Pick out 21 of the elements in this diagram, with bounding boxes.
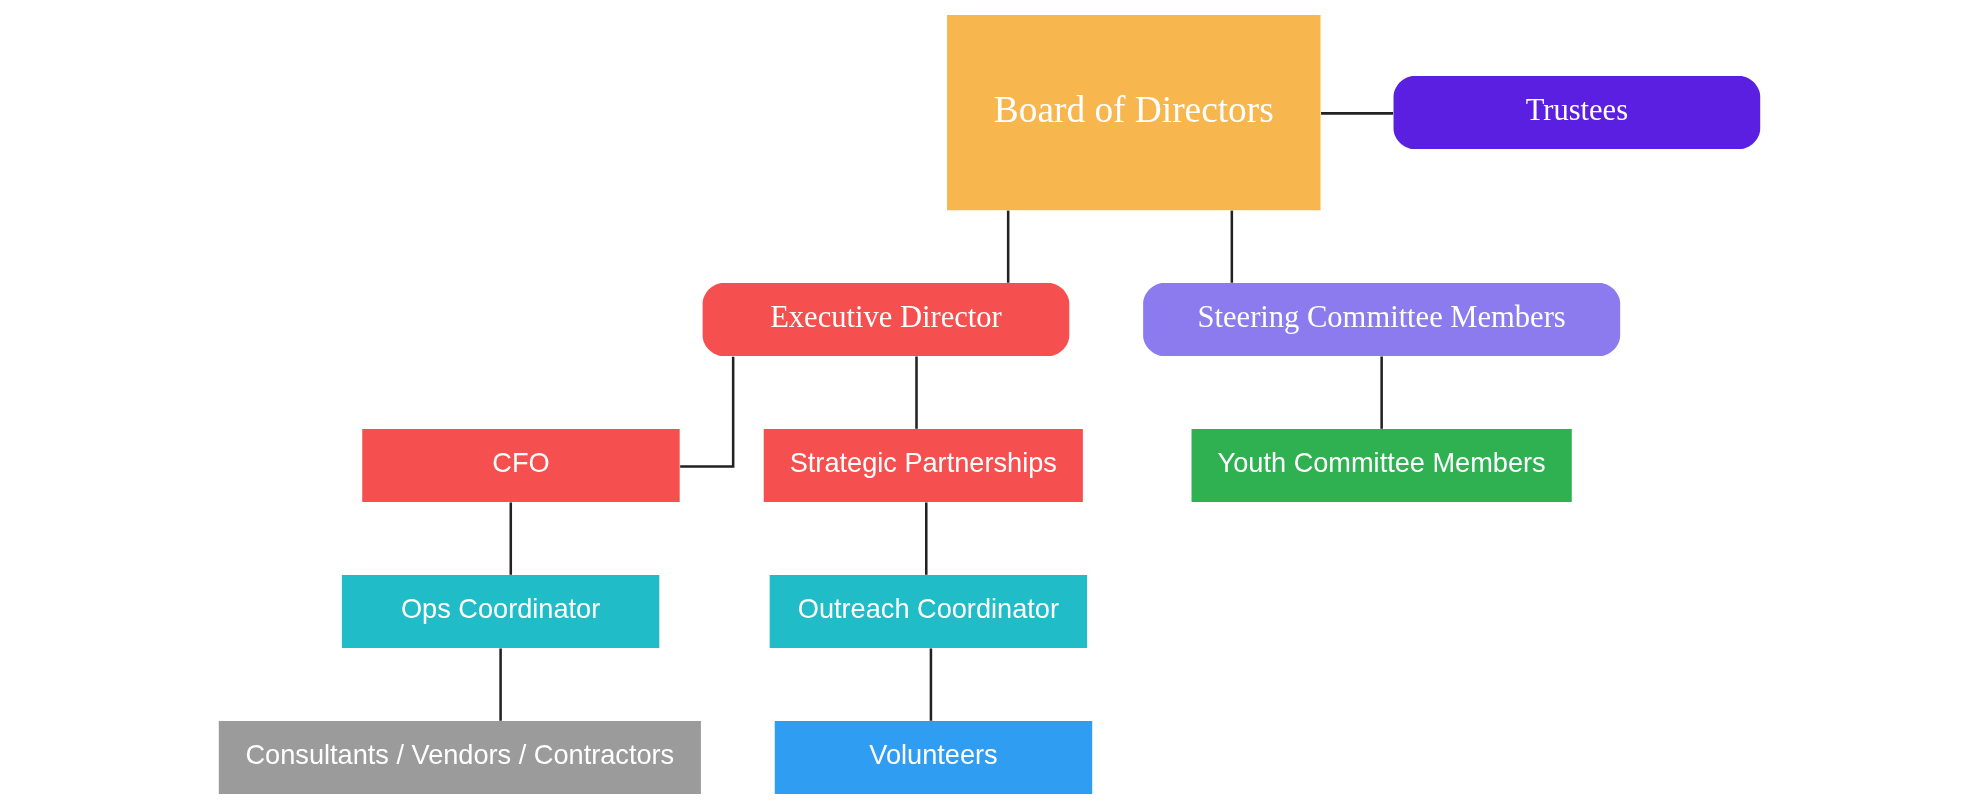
node-box: Youth Committee Members <box>1191 429 1572 503</box>
node-box: Consultants / Vendors / Contractors <box>218 721 701 795</box>
connector <box>498 648 502 721</box>
node-box: Trustees <box>1393 76 1760 149</box>
node-box: Volunteers <box>774 721 1092 795</box>
connector <box>1320 112 1393 115</box>
node-box: Board of Directors <box>946 14 1321 211</box>
connector <box>924 502 928 575</box>
node-box: Executive Director <box>702 283 1069 357</box>
connector <box>1379 356 1383 429</box>
connector <box>1230 210 1233 283</box>
node-box: Strategic Partnerships <box>763 429 1083 503</box>
node-box: Outreach Coordinator <box>769 575 1087 649</box>
connector <box>509 502 512 575</box>
node-box: CFO <box>361 429 680 503</box>
node-box: Steering Committee Members <box>1142 283 1620 357</box>
connector <box>1006 210 1009 283</box>
connector <box>914 356 918 429</box>
connector <box>679 356 734 468</box>
connector <box>929 648 932 721</box>
node-box: Ops Coordinator <box>341 575 659 649</box>
